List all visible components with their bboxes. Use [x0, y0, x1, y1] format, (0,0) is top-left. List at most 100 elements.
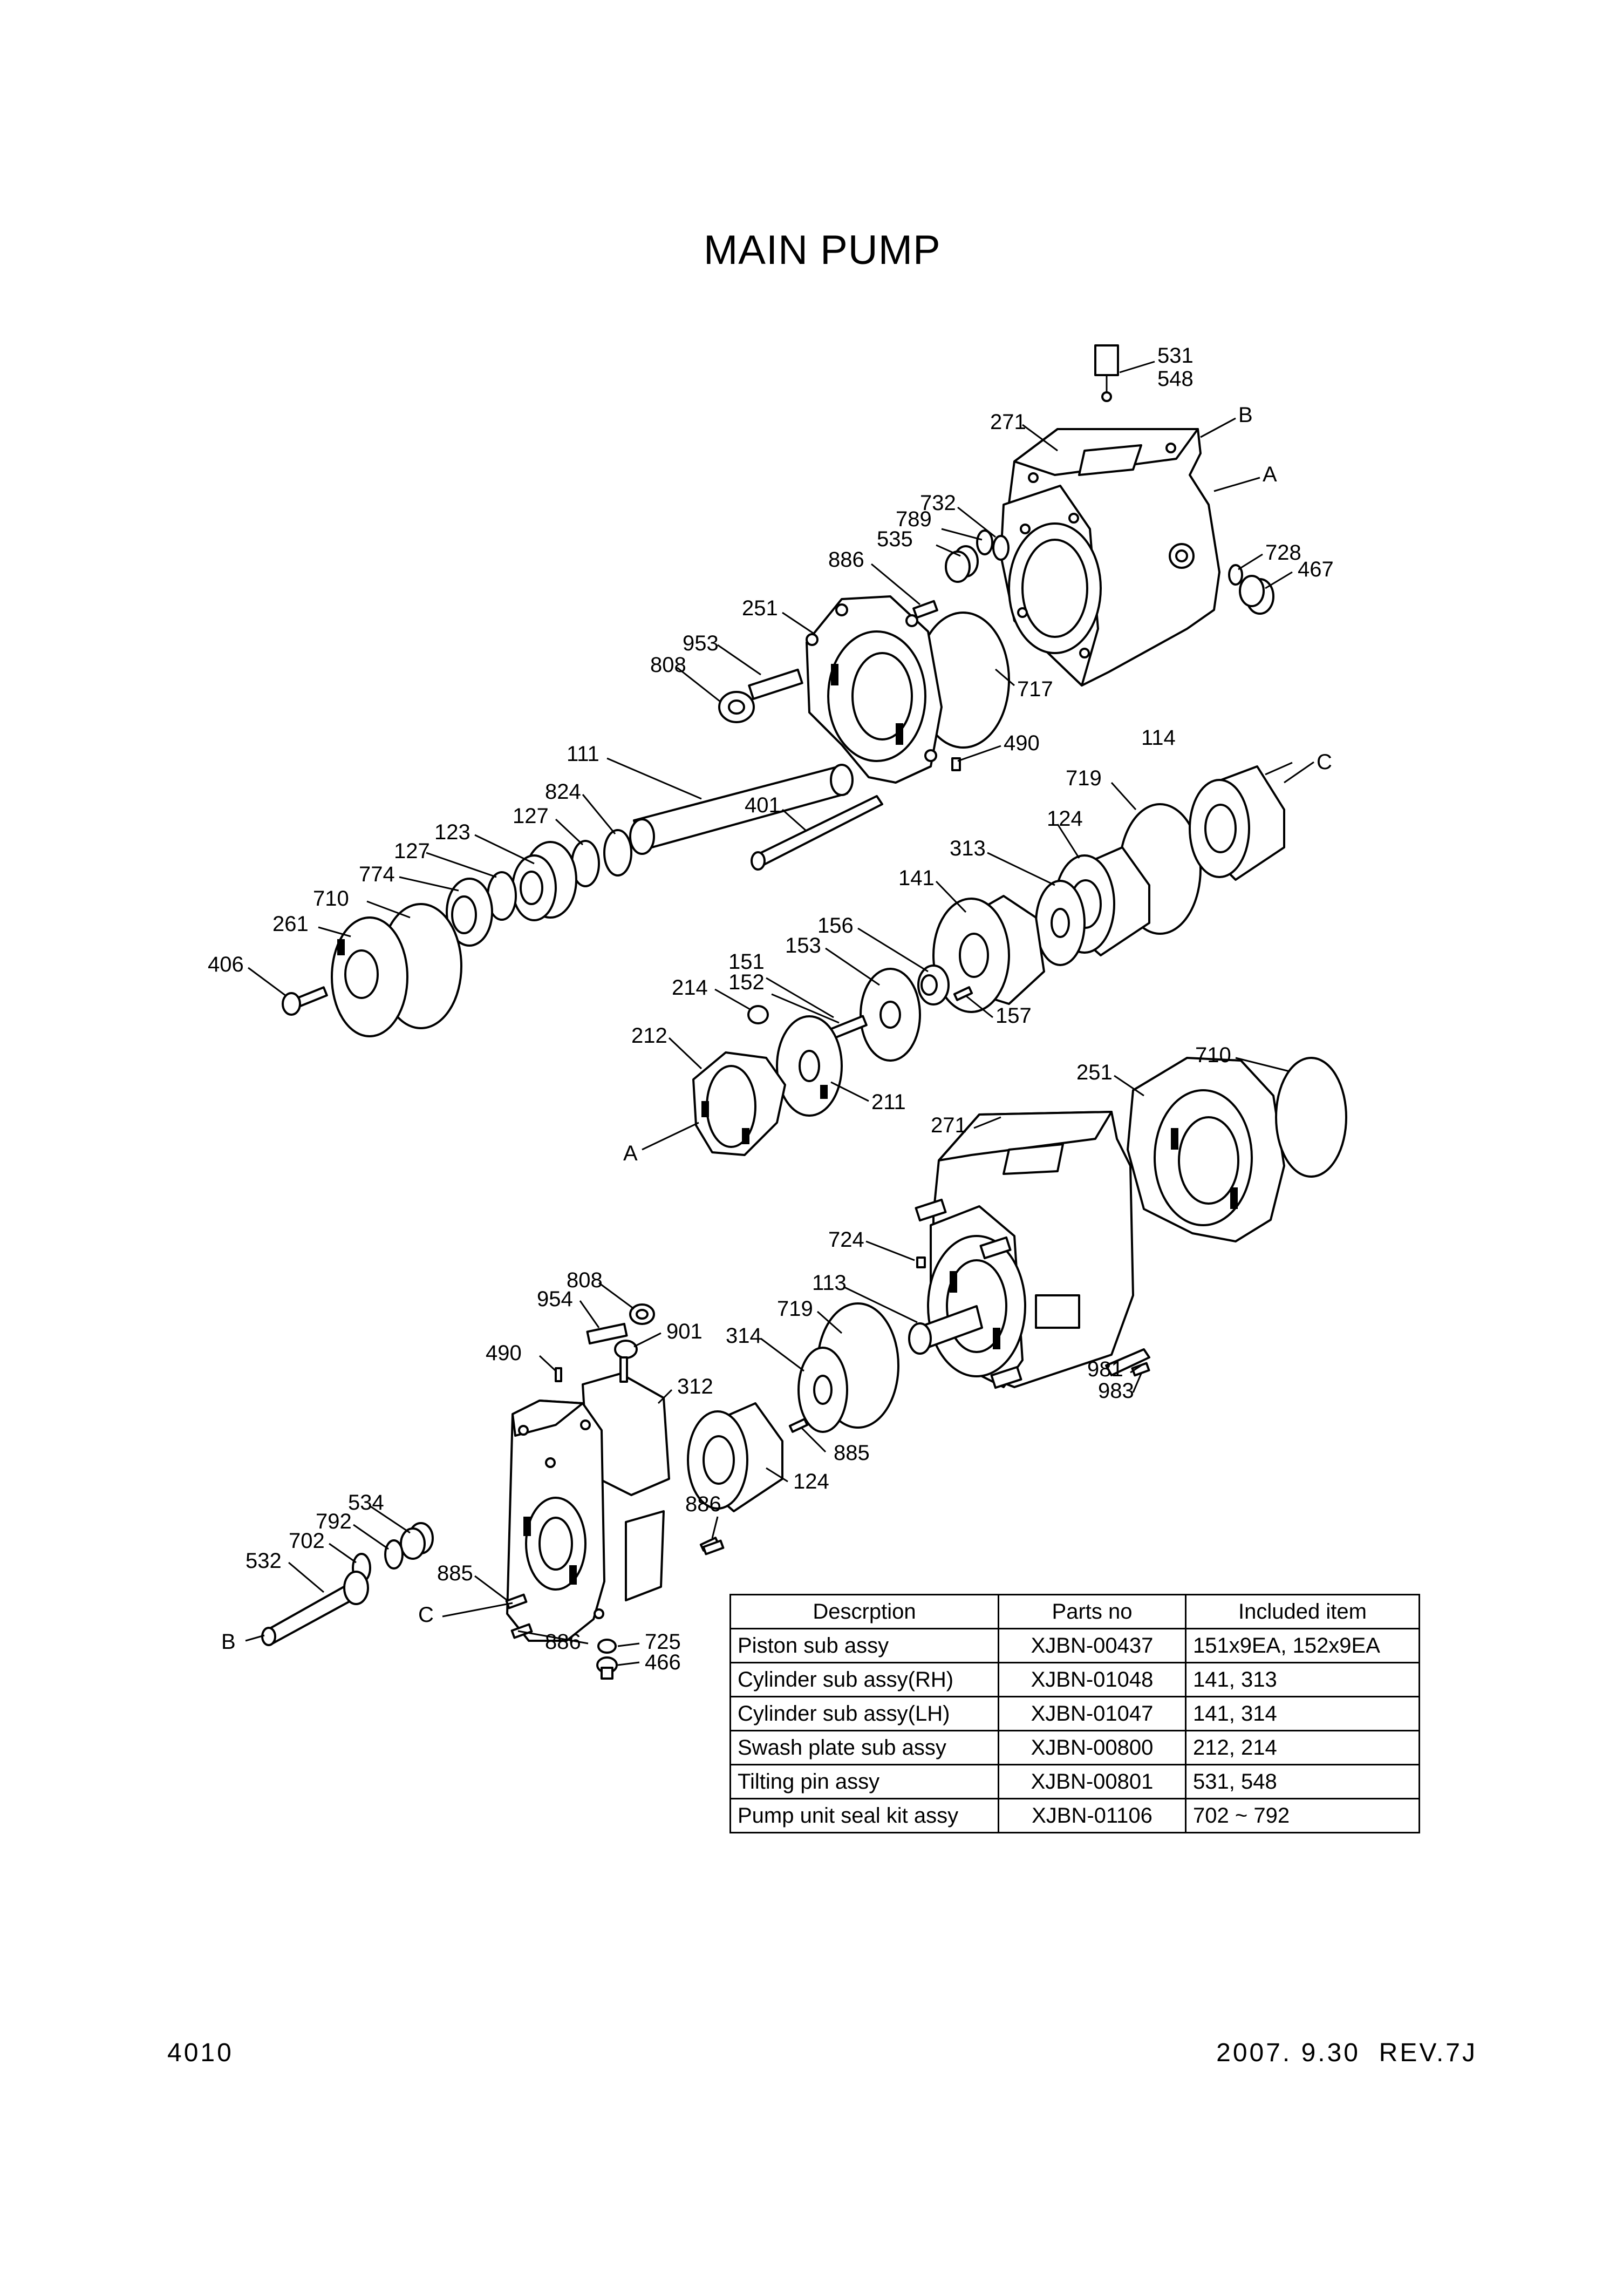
- seal-cover-261: [331, 916, 408, 1037]
- cylinder-141: [932, 895, 1045, 1013]
- callout: 792: [316, 1510, 352, 1533]
- callout: 719: [1066, 766, 1102, 790]
- callout: 406: [208, 953, 244, 976]
- callout: 251: [1076, 1061, 1113, 1084]
- plate-981: [1105, 1348, 1150, 1376]
- cylinder-block-124-lower: [687, 1402, 783, 1512]
- callout: 531: [1157, 344, 1194, 368]
- valve-block: [506, 1373, 670, 1642]
- callout: 271: [931, 1113, 967, 1137]
- callout: 466: [645, 1650, 681, 1674]
- callout: 153: [785, 934, 821, 957]
- callout: 401: [745, 793, 781, 817]
- parts-table: Descrption Parts no Included item Piston…: [729, 1594, 1420, 1833]
- callout: 885: [834, 1441, 870, 1465]
- callout: 123: [434, 820, 470, 844]
- plug-466: [596, 1656, 618, 1680]
- callout: 111: [567, 742, 599, 766]
- retainer-plate-153: [860, 968, 921, 1062]
- leader-lines: [245, 361, 1314, 1666]
- table-cell: XJBN-00801: [998, 1764, 1186, 1799]
- callout: 212: [631, 1024, 667, 1048]
- callout: 490: [486, 1341, 522, 1365]
- callout: C: [418, 1603, 434, 1627]
- callout: 141: [898, 866, 935, 890]
- nut-808-upper: [718, 691, 755, 723]
- spherical-bushing-156: [917, 964, 950, 1006]
- valve-plate-314: [797, 1347, 848, 1433]
- upper-valve-plate: [806, 595, 943, 784]
- table-cell: Swash plate sub assy: [729, 1730, 999, 1765]
- table-cell: XJBN-00800: [998, 1730, 1186, 1765]
- callout: 261: [272, 912, 309, 936]
- revision-date: 2007. 9.30 REV.7J: [1216, 2039, 1477, 2067]
- table-row: Piston sub assy XJBN-00437 151x9EA, 152x…: [729, 1628, 1420, 1663]
- swash-plate-212: [692, 1051, 786, 1156]
- adjust-screw-532: [261, 1571, 369, 1646]
- callout: 156: [817, 914, 854, 938]
- table-cell: Cylinder sub assy(RH): [729, 1662, 999, 1697]
- callout: 732: [920, 491, 956, 515]
- table-row: Cylinder sub assy(LH) XJBN-01047 141, 31…: [729, 1696, 1420, 1731]
- eyebolt-901: [614, 1340, 638, 1383]
- callout: 467: [1298, 558, 1334, 581]
- table-cell: Pump unit seal kit assy: [729, 1798, 999, 1833]
- callout: 724: [828, 1228, 864, 1252]
- callout: 214: [672, 976, 708, 1000]
- callout: 211: [871, 1090, 906, 1114]
- callout: 535: [877, 527, 913, 551]
- bolt-406: [282, 986, 328, 1016]
- callout: 954: [537, 1287, 573, 1311]
- page-number: 4010: [167, 2039, 234, 2067]
- callout: 124: [1047, 807, 1083, 831]
- table-cell: 141, 314: [1185, 1696, 1420, 1731]
- callout: 717: [1017, 677, 1053, 701]
- callout: 981: [1087, 1357, 1123, 1381]
- callout: C: [1317, 750, 1332, 774]
- bearing-123: [512, 841, 577, 921]
- callout: 151: [728, 950, 765, 974]
- callout: 901: [666, 1320, 703, 1343]
- table-cell: 212, 214: [1185, 1730, 1420, 1765]
- callout: 808: [650, 653, 686, 677]
- callout: 114: [1141, 726, 1176, 750]
- plug-467: [1239, 575, 1274, 615]
- callout: 728: [1265, 541, 1301, 565]
- callout: 312: [677, 1375, 713, 1398]
- lower-shaft-113: [908, 1305, 983, 1355]
- valve-plate-313: [1035, 880, 1086, 966]
- table-cell: XJBN-00437: [998, 1628, 1186, 1663]
- callout-labels: 531 548 B 271 A 732 789 535 728 467 886 …: [208, 344, 1334, 1674]
- plug-534: [400, 1522, 434, 1560]
- table-row: Swash plate sub assy XJBN-00800 212, 214: [729, 1730, 1420, 1765]
- table-cell: Tilting pin assy: [729, 1764, 999, 1799]
- table-row: Cylinder sub assy(RH) XJBN-01048 141, 31…: [729, 1662, 1420, 1697]
- upper-pump-housing: [1000, 428, 1220, 687]
- table-cell: 141, 313: [1185, 1662, 1420, 1697]
- column-header: Included item: [1185, 1594, 1420, 1629]
- callout: 983: [1098, 1379, 1134, 1403]
- callout: 314: [726, 1324, 762, 1348]
- callout: 532: [246, 1549, 282, 1573]
- shoe-plate-211: [776, 1015, 843, 1117]
- nut-808-lower: [629, 1303, 655, 1325]
- piston-pin-401: [751, 795, 883, 871]
- callout: 113: [812, 1271, 847, 1295]
- callout: 886: [545, 1630, 581, 1654]
- callout: 824: [545, 780, 581, 804]
- callout: 808: [567, 1268, 603, 1292]
- table-cell: 702 ~ 792: [1185, 1798, 1420, 1833]
- table-cell: 531, 548: [1185, 1764, 1420, 1799]
- oil-seal-774: [446, 878, 493, 947]
- stud-954: [586, 1322, 628, 1345]
- callout: 719: [777, 1297, 813, 1321]
- table-cell: XJBN-01047: [998, 1696, 1186, 1731]
- stud-953: [748, 668, 803, 700]
- table-row: Tilting pin assy XJBN-00801 531, 548: [729, 1764, 1420, 1799]
- callout: 710: [313, 887, 349, 911]
- table-cell: XJBN-01106: [998, 1798, 1186, 1833]
- callout: 271: [990, 410, 1026, 434]
- callout: 774: [359, 862, 395, 886]
- callout: 157: [995, 1004, 1032, 1028]
